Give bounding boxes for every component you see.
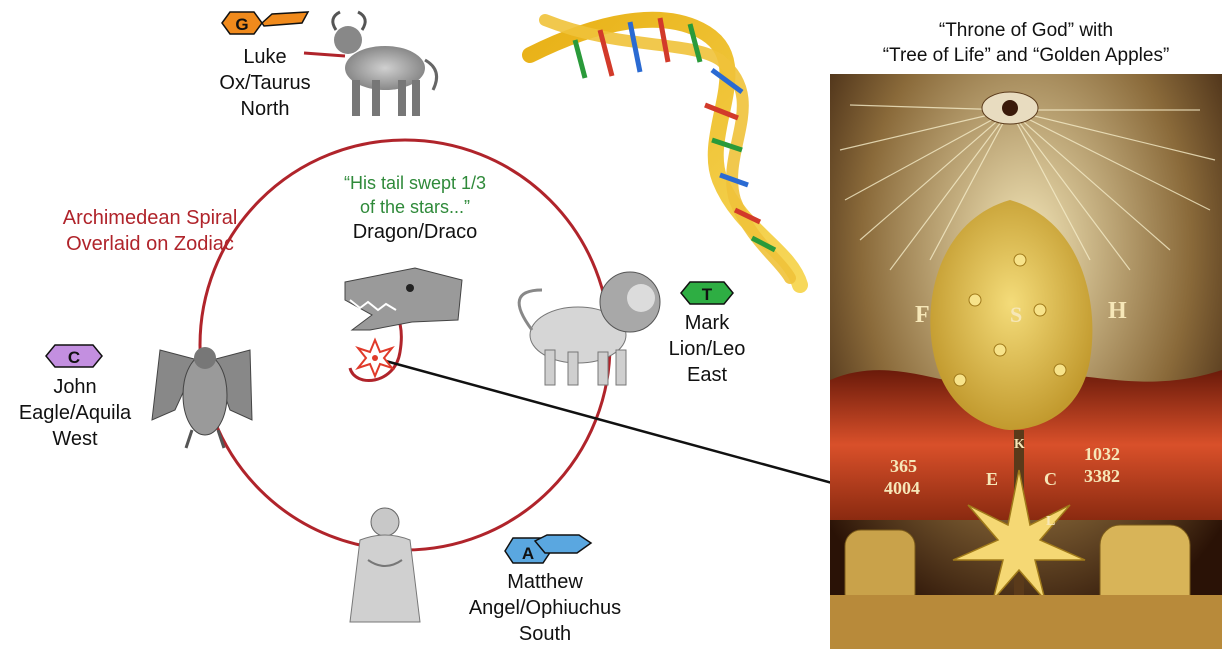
- svg-text:T: T: [702, 285, 713, 304]
- spiral-title-line1: Archimedean Spiral: [30, 205, 270, 231]
- dragon-name: Dragon/Draco: [320, 219, 510, 245]
- dragon-figure: [345, 268, 462, 330]
- west-name: John: [0, 374, 150, 400]
- painting-letter: L: [1046, 514, 1055, 529]
- east-label: Mark Lion/Leo East: [652, 310, 762, 388]
- south-name: Matthew: [440, 569, 650, 595]
- dna-helix-figure: [530, 18, 800, 285]
- painting-letter: S: [1010, 302, 1022, 327]
- dragon-label: “His tail swept 1/3 of the stars...” Dra…: [320, 171, 510, 245]
- painting-letter: F: [915, 302, 930, 328]
- north-constellation: Ox/Taurus: [205, 70, 325, 96]
- south-direction: South: [440, 621, 650, 647]
- throne-of-god-painting: [830, 74, 1222, 649]
- painting-title-line1: “Throne of God” with: [830, 18, 1222, 43]
- dragon-quote-line1: “His tail swept 1/3: [320, 171, 510, 195]
- south-constellation: Angel/Ophiuchus: [440, 595, 650, 621]
- south-label: Matthew Angel/Ophiuchus South: [440, 569, 650, 647]
- painting-letter: C: [1044, 469, 1057, 489]
- badge-t-icon: T: [681, 282, 733, 304]
- painting-letter: H: [1108, 298, 1127, 324]
- red-star-icon: [358, 340, 392, 376]
- painting-number: 4004: [884, 478, 920, 498]
- north-direction: North: [205, 96, 325, 122]
- svg-text:G: G: [235, 15, 248, 34]
- west-constellation: Eagle/Aquila: [0, 400, 150, 426]
- angel-figure: [350, 508, 420, 622]
- spiral-title: Archimedean Spiral Overlaid on Zodiac: [30, 205, 270, 257]
- painting-title: “Throne of God” with “Tree of Life” and …: [830, 18, 1222, 68]
- west-label: John Eagle/Aquila West: [0, 374, 150, 452]
- east-name: Mark: [652, 310, 762, 336]
- painting-title-line2: “Tree of Life” and “Golden Apples”: [830, 43, 1222, 68]
- north-name: Luke: [205, 44, 325, 70]
- svg-text:A: A: [522, 544, 534, 563]
- badge-g-icon: G: [222, 12, 308, 34]
- north-label: Luke Ox/Taurus North: [205, 44, 325, 122]
- east-constellation: Lion/Leo: [652, 336, 762, 362]
- painting-letter: E: [986, 469, 998, 489]
- west-direction: West: [0, 426, 150, 452]
- badge-a-icon: A: [505, 535, 591, 563]
- svg-text:C: C: [68, 348, 80, 367]
- lion-figure: [519, 272, 660, 385]
- eagle-figure: [152, 347, 252, 448]
- painting-number: 365: [890, 456, 917, 476]
- dragon-quote-line2: of the stars...”: [320, 195, 510, 219]
- east-direction: East: [652, 362, 762, 388]
- spiral-title-line2: Overlaid on Zodiac: [30, 231, 270, 257]
- painting-letter: K: [1014, 437, 1025, 452]
- ox-figure: [333, 12, 437, 116]
- painting-number: 3382: [1084, 466, 1120, 486]
- painting-number: 1032: [1084, 444, 1120, 464]
- badge-c-icon: C: [46, 345, 102, 367]
